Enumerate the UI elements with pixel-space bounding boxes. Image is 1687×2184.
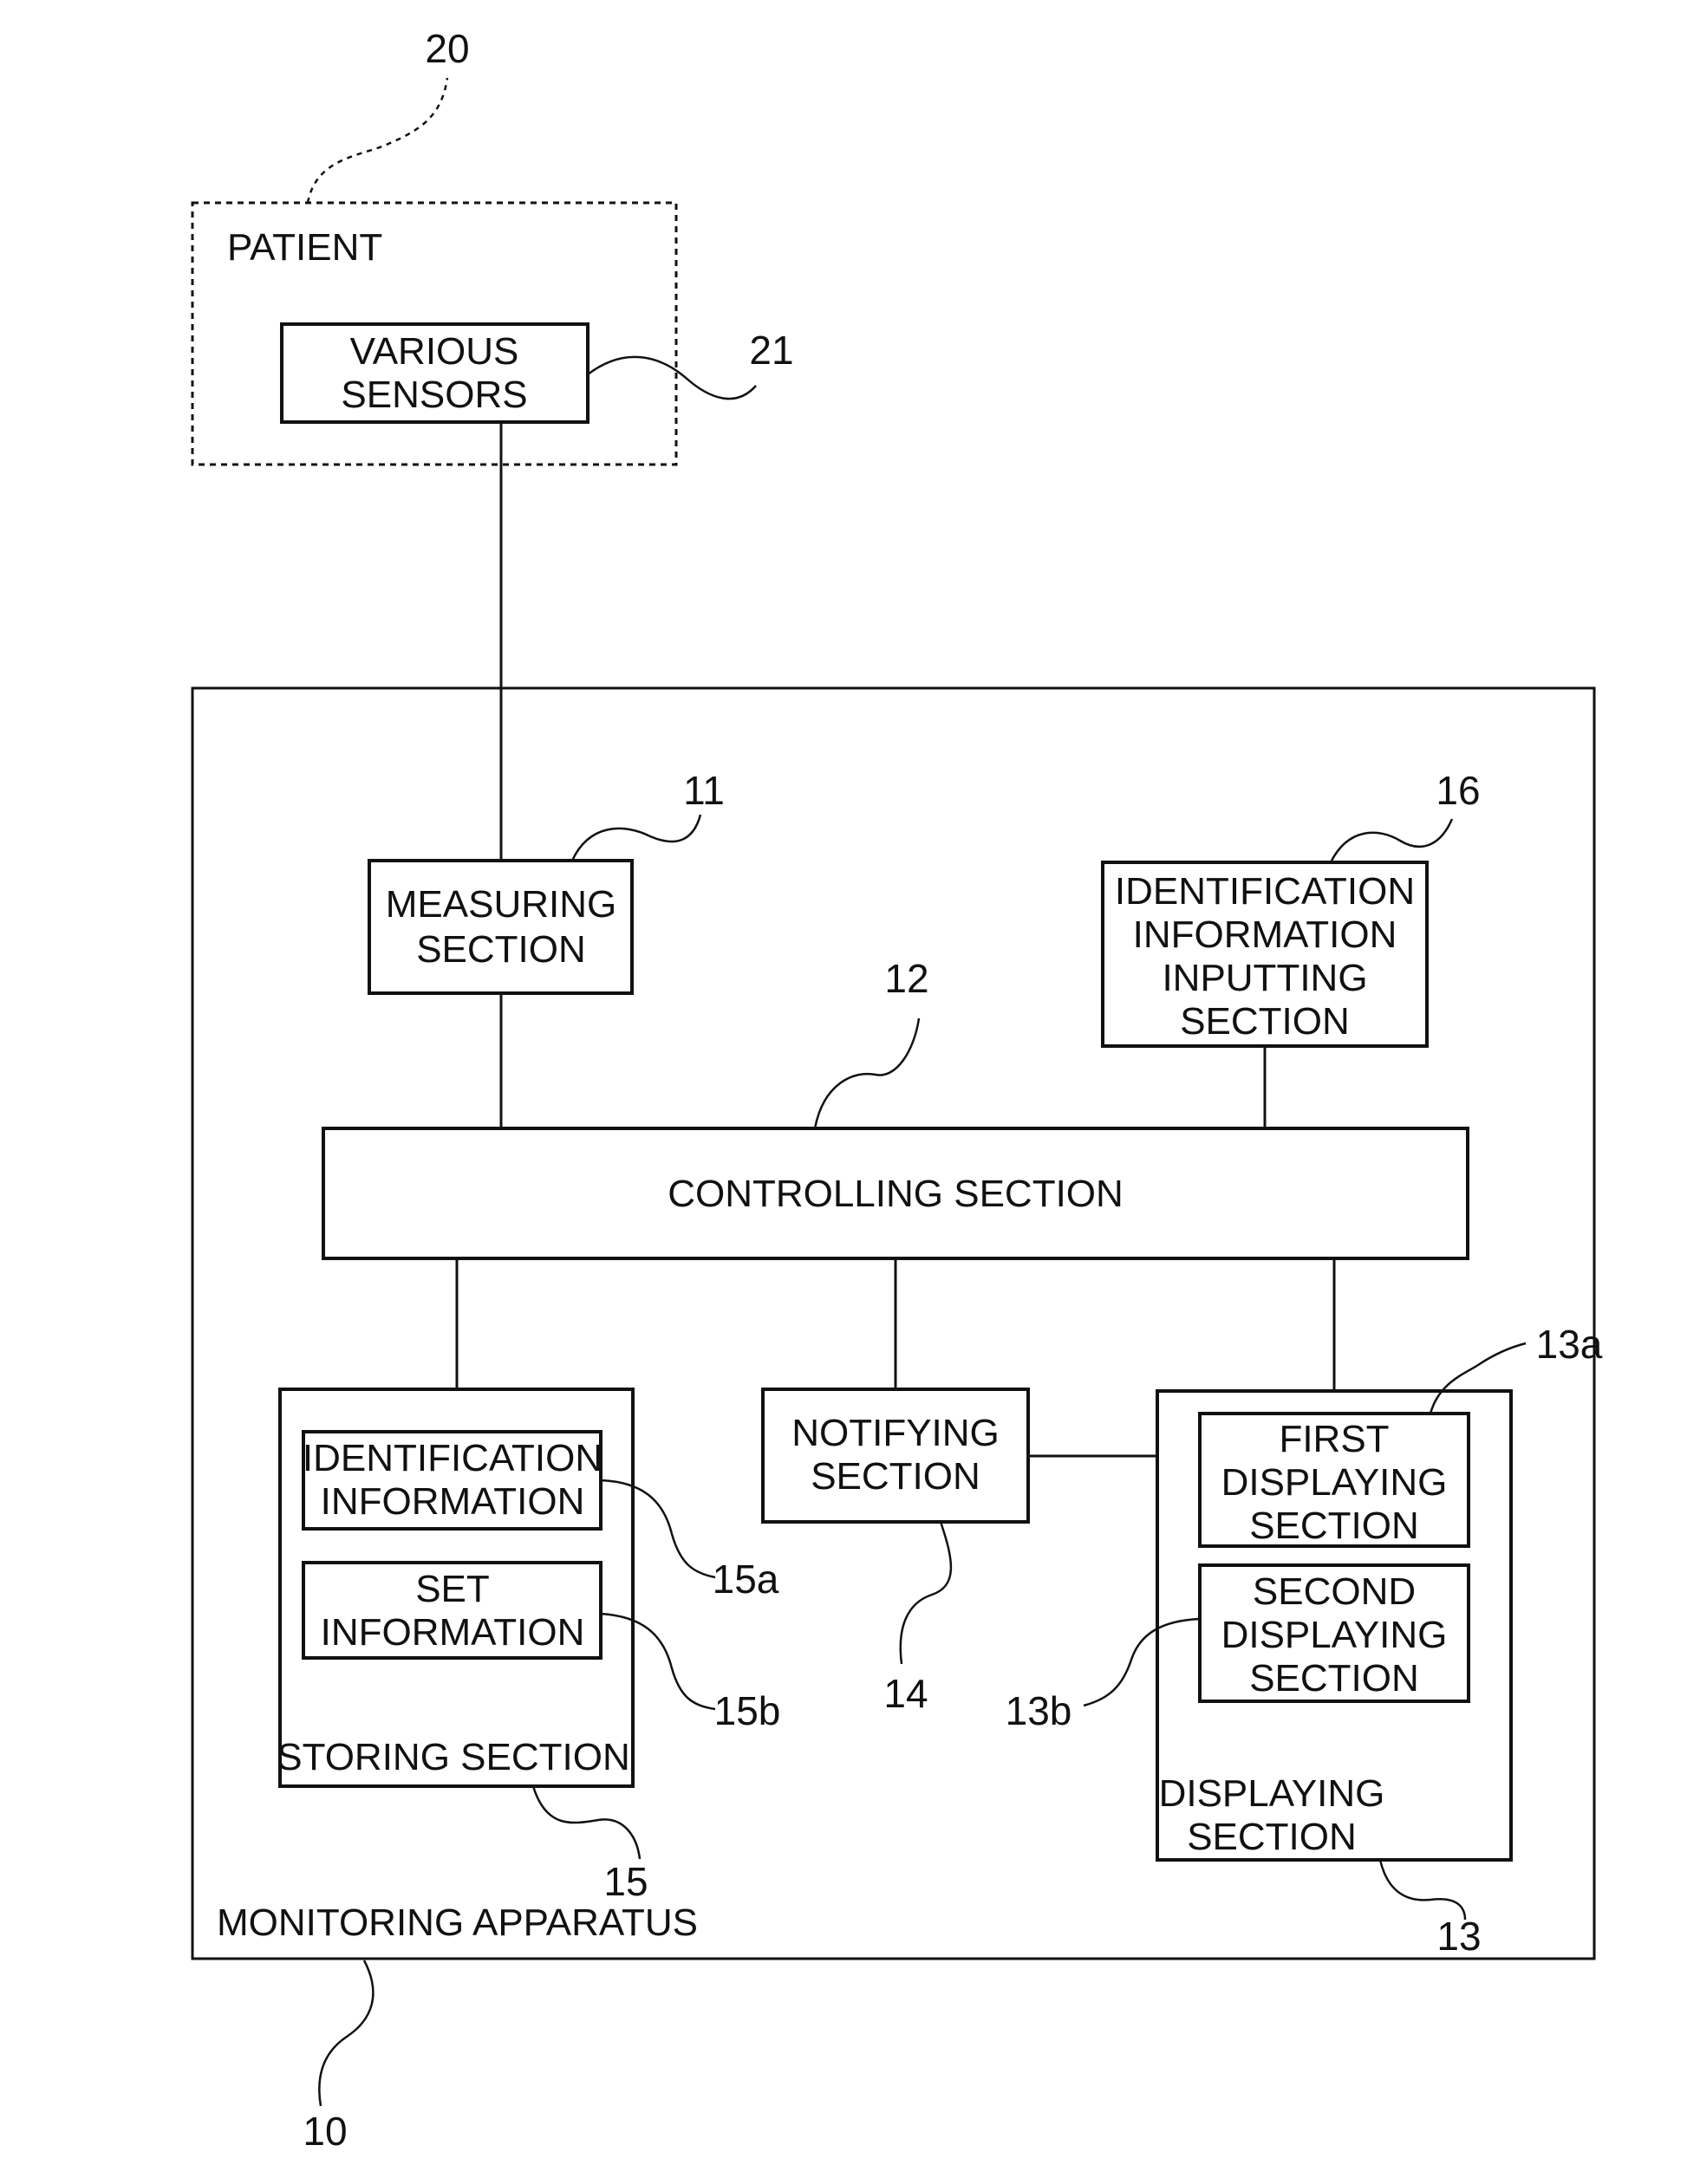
- first-displaying-label-line3: SECTION: [1249, 1505, 1419, 1547]
- monitoring-apparatus-ref-number: 10: [303, 2109, 347, 2154]
- notifying-section-ref-leader: [901, 1522, 951, 1664]
- displaying-section-ref-number: 13: [1436, 1914, 1481, 1959]
- identification-inputting-label-line3: INPUTTING: [1162, 957, 1367, 999]
- identification-inputting-label-line4: SECTION: [1180, 1000, 1350, 1043]
- various-sensors-ref-number: 21: [749, 328, 793, 373]
- identification-inputting-label-line1: IDENTIFICATION: [1115, 870, 1415, 913]
- displaying-section-ref-leader: [1380, 1860, 1465, 1920]
- storing-section-ref-leader: [533, 1786, 640, 1859]
- measuring-section-label-line2: SECTION: [416, 928, 586, 971]
- storing-section-label: STORING SECTION: [277, 1736, 629, 1778]
- notifying-section-ref-number: 14: [883, 1671, 928, 1716]
- various-sensors-label-line1: VARIOUS: [350, 330, 519, 373]
- identification-information-label-line2: INFORMATION: [321, 1480, 585, 1523]
- first-displaying-label-line2: DISPLAYING: [1221, 1461, 1448, 1504]
- controlling-section-ref-leader: [815, 1018, 919, 1128]
- various-sensors-label-line2: SENSORS: [341, 374, 527, 416]
- various-sensors-ref-leader: [588, 357, 756, 399]
- displaying-section-label-line2: SECTION: [1187, 1816, 1357, 1858]
- measuring-section-ref-number: 11: [683, 768, 725, 813]
- monitoring-apparatus-label: MONITORING APPARATUS: [217, 1901, 698, 1944]
- second-displaying-ref-number: 13b: [1006, 1688, 1072, 1733]
- identification-information-label-line1: IDENTIFICATION: [303, 1437, 602, 1479]
- notifying-section-label-line2: SECTION: [811, 1455, 980, 1498]
- measuring-section-ref-leader: [572, 815, 700, 861]
- second-displaying-label-line1: SECOND: [1253, 1570, 1416, 1613]
- measuring-section-label-line1: MEASURING: [386, 883, 616, 926]
- identification-inputting-ref-number: 16: [1436, 768, 1480, 813]
- storing-section-ref-number: 15: [603, 1859, 648, 1904]
- set-information-ref-number: 15b: [714, 1688, 781, 1733]
- set-information-label-line2: INFORMATION: [321, 1611, 585, 1654]
- second-displaying-label-line3: SECTION: [1249, 1657, 1419, 1700]
- first-displaying-ref-number: 13a: [1536, 1322, 1603, 1367]
- controlling-section-ref-number: 12: [884, 956, 928, 1001]
- patient-ref-number: 20: [425, 26, 469, 71]
- patient-ref-leader: [308, 78, 447, 203]
- identification-information-ref-number: 15a: [713, 1557, 779, 1602]
- second-displaying-label-line2: DISPLAYING: [1221, 1614, 1448, 1656]
- identification-inputting-ref-leader: [1331, 819, 1452, 862]
- controlling-section-label: CONTROLLING SECTION: [668, 1173, 1124, 1215]
- measuring-section-box: [369, 861, 632, 993]
- set-information-label-line1: SET: [415, 1568, 490, 1610]
- notifying-section-label-line1: NOTIFYING: [791, 1412, 1000, 1454]
- monitoring-apparatus-ref-leader: [319, 1960, 373, 2106]
- first-displaying-label-line1: FIRST: [1279, 1418, 1389, 1460]
- patient-label: PATIENT: [227, 226, 382, 269]
- identification-inputting-label-line2: INFORMATION: [1133, 913, 1397, 956]
- displaying-section-label-line1: DISPLAYING: [1159, 1772, 1385, 1815]
